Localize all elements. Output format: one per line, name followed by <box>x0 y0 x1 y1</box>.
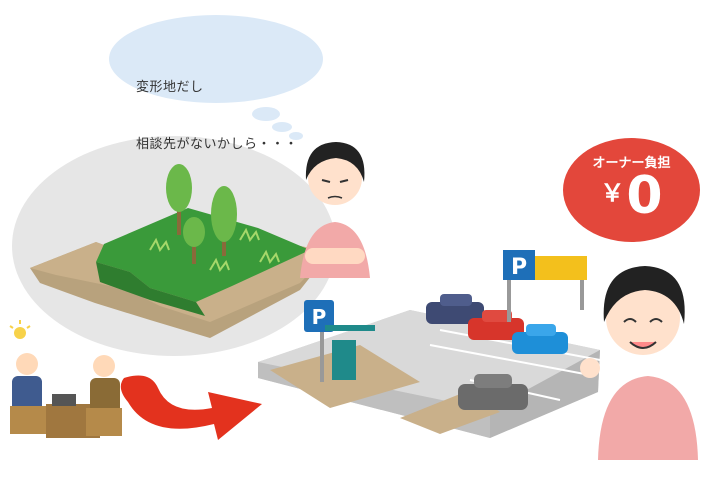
curved-arrow-icon <box>120 375 262 440</box>
thought-line-1: 変形地だし <box>136 80 204 95</box>
happy-woman-icon <box>580 266 698 460</box>
car-icon <box>512 324 568 354</box>
currency-symbol: ￥ <box>600 179 625 207</box>
tree-icon <box>183 217 205 264</box>
irregular-land-scene <box>12 136 336 356</box>
parking-sign-large-letter: P <box>511 255 527 280</box>
thought-bubble-icon <box>109 15 323 140</box>
tree-icon <box>211 186 237 256</box>
car-icon <box>426 294 484 324</box>
worried-woman-icon <box>300 142 370 278</box>
parking-lot-scene: P P <box>258 250 601 438</box>
owner-cost-badge: オーナー負担 ￥0 <box>563 138 700 242</box>
lightbulb-icon <box>9 320 31 339</box>
parking-sign-small-letter: P <box>312 305 327 329</box>
thought-line-2: 相談先がないかしら・・・ <box>136 137 299 152</box>
owner-cost-label: オーナー負担 <box>592 156 671 171</box>
ticket-machine-icon <box>304 300 375 382</box>
car-icon <box>468 310 524 340</box>
owner-cost-amount: ￥0 <box>563 166 700 226</box>
thought-bubble-text: 変形地だし 相談先がないかしら・・・ <box>136 40 298 173</box>
parking-sign-large-icon <box>503 250 587 322</box>
consultation-scene-icon <box>9 320 122 438</box>
tree-icon <box>166 164 192 235</box>
amount-value: 0 <box>626 166 663 226</box>
car-icon <box>458 374 528 410</box>
